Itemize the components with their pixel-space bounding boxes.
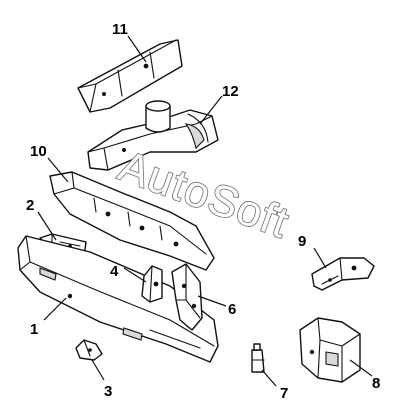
leader-8 (349, 359, 373, 377)
part-9-side-bracket (311, 257, 375, 291)
leader-2 (37, 211, 57, 241)
leader-9 (313, 247, 327, 269)
part-4-bracket (141, 265, 163, 303)
part-1-bumper-cover (17, 235, 219, 363)
part-6-mount-plate (171, 263, 203, 331)
leader-1 (43, 297, 67, 321)
part-11-upper-rail (77, 39, 183, 113)
leader-6 (197, 295, 227, 307)
callout-3: 3 (104, 383, 112, 400)
part-3-clip (75, 339, 103, 361)
leader-11 (127, 35, 147, 63)
leader-lines (37, 35, 373, 387)
part-10-reinforcement (49, 171, 215, 271)
leader-10 (47, 157, 69, 183)
callout-1: 1 (30, 321, 38, 338)
leader-7 (261, 369, 277, 387)
leader-12 (199, 95, 223, 125)
callout-4: 4 (110, 263, 119, 280)
callout-10: 10 (30, 143, 47, 160)
callout-7: 7 (280, 385, 288, 402)
leader-3 (91, 359, 105, 381)
callout-numbers: 11 12 10 2 1 4 6 3 9 7 8 (26, 21, 380, 402)
callout-9: 9 (298, 233, 306, 250)
callout-11: 11 (112, 21, 128, 38)
callout-12: 12 (222, 83, 239, 100)
callout-2: 2 (26, 197, 34, 214)
callout-6: 6 (228, 301, 236, 318)
part-8-housing (299, 317, 361, 383)
leader-4 (123, 267, 147, 283)
part-12-crossmember (87, 100, 219, 171)
callout-8: 8 (372, 375, 380, 392)
part-7-fastener (251, 343, 265, 373)
